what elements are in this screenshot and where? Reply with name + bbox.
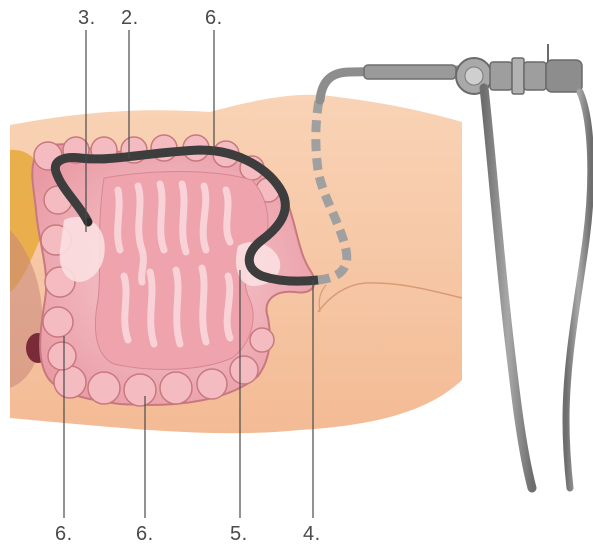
callout-label: 6. — [205, 8, 223, 28]
callout-label: 2. — [121, 8, 139, 28]
control-knob-inner — [465, 67, 483, 85]
callout-label: 6. — [55, 524, 73, 544]
callout-label: 3. — [78, 8, 96, 28]
umbilical-tube-left — [484, 88, 532, 488]
control-body — [490, 44, 582, 94]
callout-label: 4. — [303, 524, 321, 544]
endoscope-sleeve — [364, 65, 456, 79]
endoscope-tip — [84, 218, 92, 226]
callout-label: 6. — [136, 524, 154, 544]
umbilical-tube-right — [566, 92, 591, 488]
callout-label: 5. — [230, 524, 248, 544]
